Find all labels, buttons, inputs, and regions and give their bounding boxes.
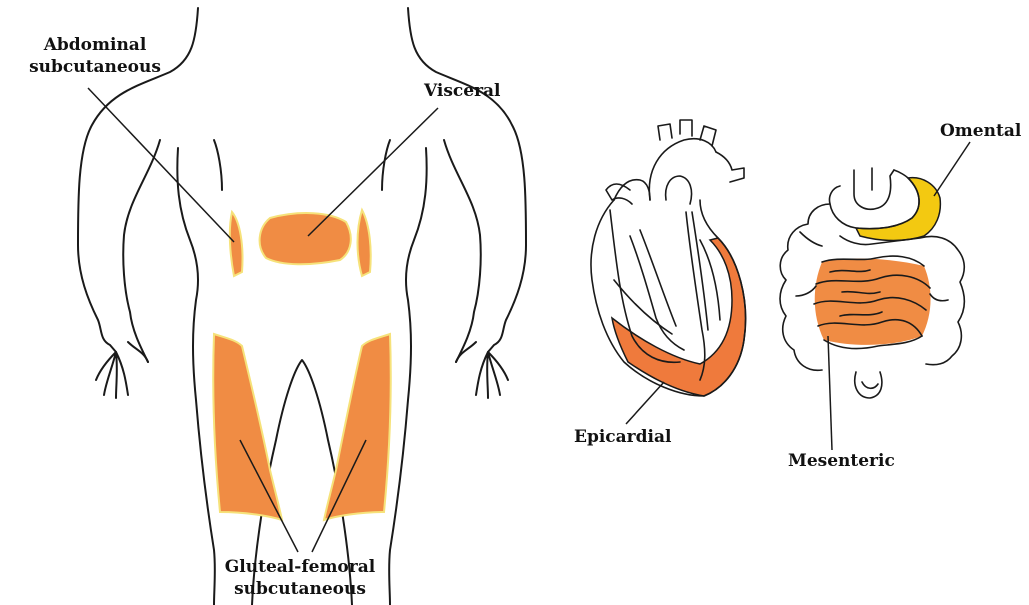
visceral-label: Visceral	[424, 80, 501, 102]
abdominal-subcutaneous-right-fat	[358, 210, 371, 276]
omental-label: Omental	[940, 120, 1021, 142]
epicardial-fat	[612, 238, 746, 396]
intestines-icon	[780, 168, 964, 398]
gluteal-femoral-left-fat	[213, 334, 282, 520]
gluteal-label-line2: subcutaneous	[200, 578, 400, 600]
mesenteric-leader-line	[828, 336, 832, 450]
heart-icon	[591, 120, 746, 396]
abdominal-subcutaneous-label: Abdominal subcutaneous	[10, 34, 180, 78]
omental-leader-line	[934, 142, 970, 196]
abdominal-leader-line	[88, 88, 234, 242]
visceral-fat	[260, 213, 351, 264]
gluteal-femoral-subcutaneous-label: Gluteal-femoral subcutaneous	[200, 556, 400, 600]
epicardial-label: Epicardial	[574, 426, 671, 448]
visceral-leader-line	[308, 108, 438, 236]
gluteal-femoral-right-fat	[324, 334, 391, 520]
abdominal-label-line2: subcutaneous	[10, 56, 180, 78]
body-fat-depots	[213, 210, 391, 520]
abdominal-subcutaneous-left-fat	[230, 212, 243, 276]
gluteal-label-line1: Gluteal-femoral	[200, 556, 400, 578]
epicardial-leader-line	[626, 382, 664, 424]
mesenteric-label: Mesenteric	[788, 450, 895, 472]
abdominal-label-line1: Abdominal	[10, 34, 180, 56]
